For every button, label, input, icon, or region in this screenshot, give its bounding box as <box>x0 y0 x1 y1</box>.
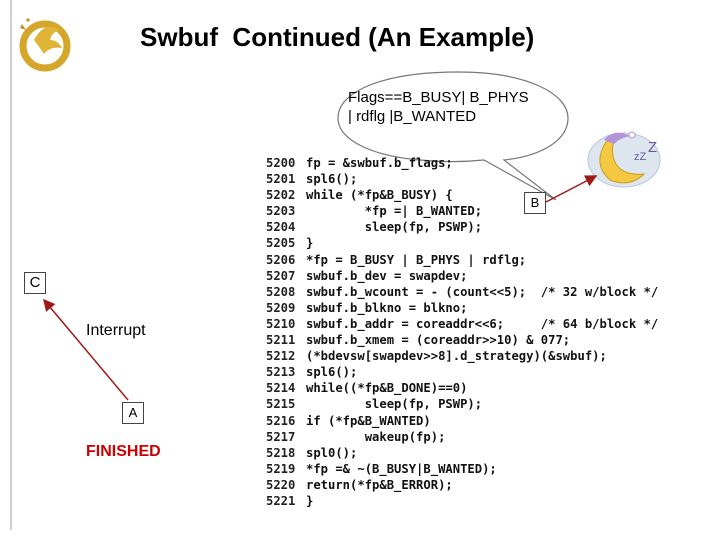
code-line: 5215 sleep(fp, PSWP); <box>266 396 716 412</box>
code-line: 5214 while((*fp&B_DONE)==0) <box>266 380 716 396</box>
line-number: 5203 <box>266 204 296 219</box>
line-number: 5210 <box>266 316 296 331</box>
code-line: 5219 *fp =& ~(B_BUSY|B_WANTED); <box>266 461 716 477</box>
svg-text:Z: Z <box>648 139 657 156</box>
code-line: 5221} <box>266 493 716 509</box>
interrupt-label: Interrupt <box>86 322 146 339</box>
line-number: 5218 <box>266 445 296 460</box>
code-text: *fp = B_BUSY | B_PHYS | rdflg; <box>306 252 527 267</box>
code-text: swbuf.b_wcount = - (count<<5); /* 32 w/b… <box>306 284 659 299</box>
line-number: 5214 <box>266 381 296 396</box>
code-line: 5203 *fp =| B_WANTED; <box>266 203 716 219</box>
label-b: B <box>524 192 546 214</box>
code-line: 5204 sleep(fp, PSWP); <box>266 219 716 235</box>
code-line: 5200 fp = &swbuf.b_flags; <box>266 155 716 171</box>
line-number: 5209 <box>266 300 296 315</box>
line-number: 5220 <box>266 477 296 492</box>
line-number: 5201 <box>266 172 296 187</box>
sleeping-moon-icon: zZ Z <box>587 131 661 188</box>
line-number: 5200 <box>266 156 296 170</box>
slide-title: Swbuf Continued (An Example) <box>140 22 535 52</box>
label-a: A <box>122 402 144 424</box>
code-text: swbuf.b_dev = swapdev; <box>306 268 468 283</box>
label-c: C <box>24 272 46 294</box>
code-line: 5213 spl6(); <box>266 364 716 380</box>
code-line: 5216 if (*fp&B_WANTED) <box>266 413 716 429</box>
code-text: sleep(fp, PSWP); <box>306 397 483 412</box>
left-margin-rule <box>10 0 12 530</box>
line-number: 5217 <box>266 429 296 444</box>
code-text: while((*fp&B_DONE)==0) <box>306 381 468 396</box>
line-number: 5206 <box>266 252 296 267</box>
line-number: 5216 <box>266 413 296 428</box>
line-number: 5202 <box>266 188 296 203</box>
code-line: 5218 spl0(); <box>266 445 716 461</box>
code-line: 5220 return(*fp&B_ERROR); <box>266 477 716 493</box>
line-number: 5208 <box>266 284 296 299</box>
code-text: } <box>306 236 314 251</box>
code-text: *fp =& ~(B_BUSY|B_WANTED); <box>306 461 497 476</box>
line-number: 5205 <box>266 236 296 251</box>
source-listing: 5200 fp = &swbuf.b_flags; 5201 spl6(); 5202 w… <box>266 155 716 509</box>
code-line: 5217 wakeup(fp); <box>266 429 716 445</box>
code-text: *fp =| B_WANTED; <box>306 204 483 219</box>
line-number: 5204 <box>266 220 296 235</box>
code-text: fp = &swbuf.b_flags; <box>306 156 453 170</box>
code-text: spl6(); <box>306 365 358 380</box>
code-text: while (*fp&B_BUSY) { <box>306 188 453 203</box>
code-line: 5212 (*bdevsw[swapdev>>8].d_strategy)(&sw… <box>266 348 716 364</box>
code-text: (*bdevsw[swapdev>>8].d_strategy)(&swbuf)… <box>306 349 607 364</box>
line-number: 5212 <box>266 349 296 364</box>
ucf-pegasus-logo <box>19 18 71 72</box>
code-line: 5201 spl6(); <box>266 171 716 187</box>
code-text: wakeup(fp); <box>306 429 446 444</box>
line-number: 5215 <box>266 397 296 412</box>
line-number: 5211 <box>266 333 296 348</box>
code-line: 5205} <box>266 235 716 251</box>
code-line: 5207 swbuf.b_dev = swapdev; <box>266 268 716 284</box>
line-number: 5213 <box>266 365 296 380</box>
bubble-line: | rdflg |B_WANTED <box>348 108 477 125</box>
code-text: return(*fp&B_ERROR); <box>306 477 453 492</box>
code-text: spl6(); <box>306 172 358 187</box>
code-text: } <box>306 493 314 508</box>
line-number: 5221 <box>266 493 296 508</box>
code-line: 5202 while (*fp&B_BUSY) { <box>266 187 716 203</box>
code-text: swbuf.b_addr = coreaddr<<6; /* 64 b/bloc… <box>306 316 659 331</box>
bubble-text: Flags==B_BUSY| B_PHYS | rdflg |B_WANTED <box>348 88 568 126</box>
line-number: 5219 <box>266 461 296 476</box>
svg-text:zZ: zZ <box>634 151 647 163</box>
code-line: 5211 swbuf.b_xmem = (coreaddr>>10) & 077; <box>266 332 716 348</box>
code-line: 5210 swbuf.b_addr = coreaddr<<6; /* 64 b/… <box>266 316 716 332</box>
line-number: 5207 <box>266 268 296 283</box>
code-text: if (*fp&B_WANTED) <box>306 413 431 428</box>
code-text: spl0(); <box>306 445 358 460</box>
code-line: 5208 swbuf.b_wcount = - (count<<5); /* 32… <box>266 284 716 300</box>
code-text: sleep(fp, PSWP); <box>306 220 483 235</box>
code-text: swbuf.b_blkno = blkno; <box>306 300 468 315</box>
bubble-line: Flags==B_BUSY| B_PHYS <box>348 89 529 106</box>
arrow-a-to-c <box>43 298 129 401</box>
finished-label: FINISHED <box>86 443 161 460</box>
code-text: swbuf.b_xmem = (coreaddr>>10) & 077; <box>306 333 571 348</box>
code-line: 5209 swbuf.b_blkno = blkno; <box>266 300 716 316</box>
code-line: 5206 *fp = B_BUSY | B_PHYS | rdflg; <box>266 252 716 268</box>
